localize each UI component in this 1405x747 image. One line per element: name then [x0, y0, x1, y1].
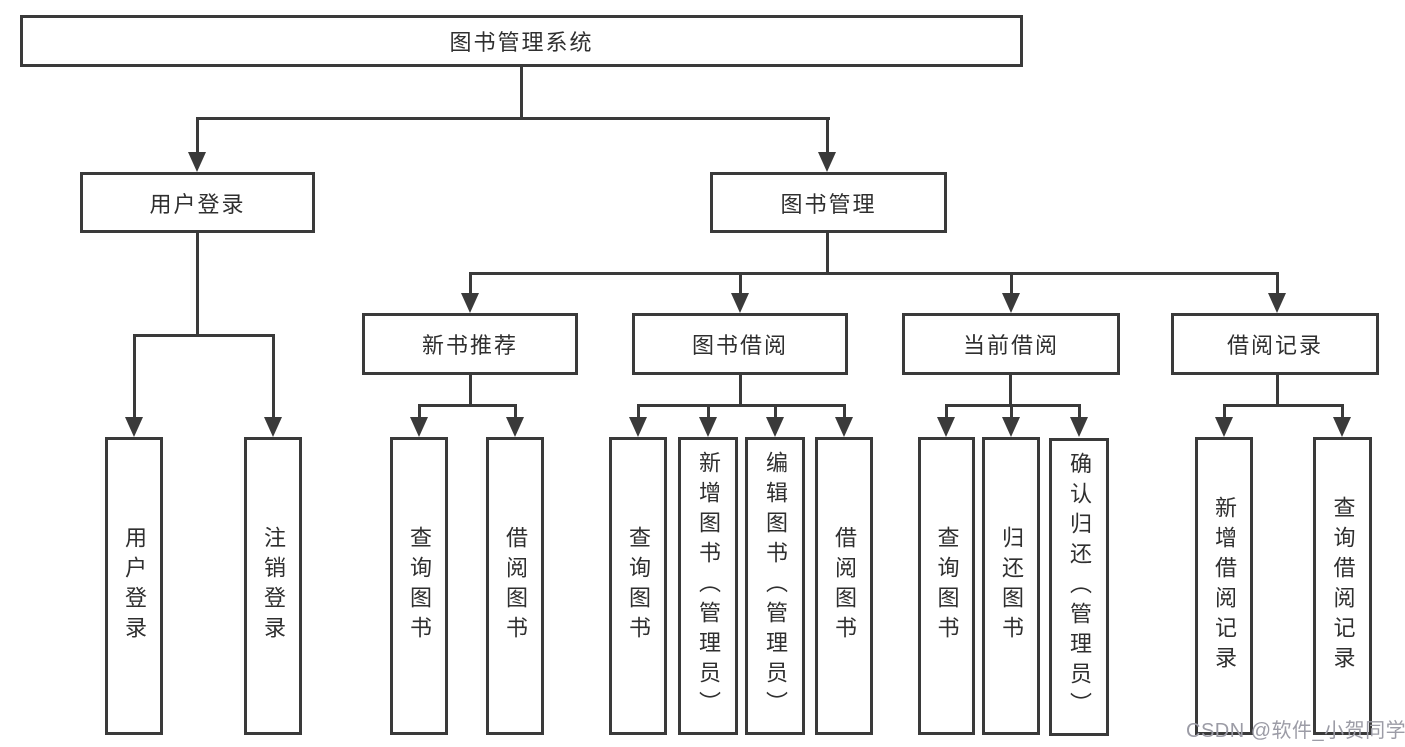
leaf-borrow-books-2: 借阅图书	[815, 437, 873, 735]
arrowhead-down-icon	[1002, 293, 1020, 313]
node-current-borrow-label: 当前借阅	[962, 333, 1059, 358]
connector-line	[1010, 404, 1013, 420]
connector-line	[774, 404, 777, 420]
arrowhead-down-icon	[835, 417, 853, 437]
leaf-return-book-label: 归还图书	[999, 526, 1024, 646]
arrowhead-down-icon	[1002, 417, 1020, 437]
arrowhead-down-icon	[699, 417, 717, 437]
connector-line	[1010, 272, 1013, 295]
leaf-query-books-2-label: 查询图书	[626, 526, 651, 646]
leaf-logout-label: 注销登录	[261, 526, 286, 646]
leaf-confirm-return-admin-label: 确认归还（管理员）	[1067, 452, 1092, 722]
node-root-label: 图书管理系统	[449, 30, 594, 55]
connector-line	[133, 334, 275, 337]
leaf-query-books-3: 查询图书	[918, 437, 975, 735]
node-borrow-record-label: 借阅记录	[1226, 333, 1323, 358]
node-book-borrow: 图书借阅	[632, 313, 848, 375]
arrowhead-down-icon	[506, 417, 524, 437]
connector-line	[843, 404, 846, 420]
arrowhead-down-icon	[629, 417, 647, 437]
node-book-management: 图书管理	[710, 172, 947, 233]
leaf-edit-book-admin-label: 编辑图书（管理员）	[763, 451, 788, 721]
node-root: 图书管理系统	[20, 15, 1023, 67]
node-borrow-record: 借阅记录	[1171, 313, 1379, 375]
leaf-add-borrow-record: 新增借阅记录	[1195, 437, 1253, 735]
connector-line	[945, 404, 948, 420]
node-book-management-label: 图书管理	[780, 191, 877, 217]
connector-line	[272, 334, 275, 419]
leaf-user-login: 用户登录	[105, 437, 163, 735]
leaf-query-books-3-label: 查询图书	[934, 526, 960, 646]
leaf-query-borrow-record: 查询借阅记录	[1313, 437, 1372, 735]
arrowhead-down-icon	[125, 417, 143, 437]
arrowhead-down-icon	[937, 417, 955, 437]
arrowhead-down-icon	[1070, 417, 1088, 437]
arrowhead-down-icon	[1215, 417, 1233, 437]
node-new-book-recommend-label: 新书推荐	[421, 333, 518, 358]
connector-line	[196, 117, 830, 120]
leaf-add-book-admin: 新增图书（管理员）	[678, 437, 738, 735]
leaf-query-books-2: 查询图书	[609, 437, 667, 735]
connector-line	[1223, 404, 1344, 407]
connector-line	[826, 231, 829, 274]
connector-line	[418, 404, 517, 407]
leaf-add-borrow-record-label: 新增借阅记录	[1212, 496, 1237, 676]
leaf-query-books-1: 查询图书	[390, 437, 448, 735]
node-current-borrow: 当前借阅	[902, 313, 1120, 375]
arrowhead-down-icon	[1268, 293, 1286, 313]
arrowhead-down-icon	[264, 417, 282, 437]
node-user-login: 用户登录	[80, 172, 315, 233]
arrowhead-down-icon	[188, 152, 206, 172]
node-user-login-label: 用户登录	[149, 191, 246, 217]
connector-line	[196, 117, 199, 156]
leaf-add-book-admin-label: 新增图书（管理员）	[696, 451, 721, 721]
connector-line	[1078, 404, 1081, 420]
leaf-return-book: 归还图书	[982, 437, 1040, 735]
connector-line	[133, 334, 136, 419]
arrowhead-down-icon	[731, 293, 749, 313]
connector-line	[469, 374, 472, 407]
leaf-query-borrow-record-label: 查询借阅记录	[1330, 496, 1356, 676]
connector-line	[514, 404, 517, 420]
node-book-borrow-label: 图书借阅	[691, 333, 788, 358]
arrowhead-down-icon	[766, 417, 784, 437]
arrowhead-down-icon	[818, 152, 836, 172]
leaf-borrow-books-1-label: 借阅图书	[503, 526, 528, 646]
connector-line	[637, 404, 640, 420]
connector-line	[418, 404, 421, 420]
leaf-user-login-label: 用户登录	[122, 526, 147, 646]
leaf-borrow-books-2-label: 借阅图书	[832, 526, 857, 646]
connector-line	[520, 66, 523, 120]
arrowhead-down-icon	[461, 293, 479, 313]
leaf-logout: 注销登录	[244, 437, 302, 735]
leaf-query-books-1-label: 查询图书	[407, 526, 432, 646]
connector-line	[707, 404, 710, 420]
arrowhead-down-icon	[410, 417, 428, 437]
watermark: CSDN @软件_小贺同学	[1186, 720, 1405, 742]
connector-line	[469, 272, 472, 295]
connector-line	[739, 272, 742, 295]
arrowhead-down-icon	[1333, 417, 1351, 437]
leaf-confirm-return-admin: 确认归还（管理员）	[1049, 438, 1109, 736]
connector-line	[196, 231, 199, 336]
connector-line	[1341, 404, 1344, 420]
leaf-edit-book-admin: 编辑图书（管理员）	[745, 437, 805, 735]
connector-line	[1276, 272, 1279, 295]
leaf-borrow-books-1: 借阅图书	[486, 437, 544, 735]
connector-line	[637, 404, 845, 407]
connector-line	[1276, 374, 1279, 407]
connector-line	[1223, 404, 1226, 420]
connector-line	[469, 272, 1279, 275]
connector-line	[826, 117, 829, 156]
connector-line	[739, 374, 742, 407]
node-new-book-recommend: 新书推荐	[362, 313, 578, 375]
connector-line	[1009, 374, 1012, 407]
